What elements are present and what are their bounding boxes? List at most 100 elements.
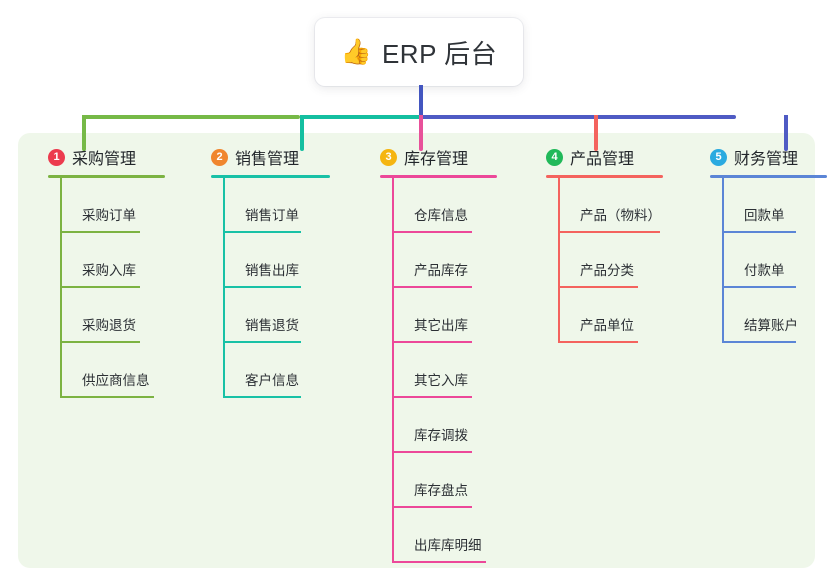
branch-item[interactable]: 产品分类 xyxy=(558,233,698,288)
branch-item-label: 付款单 xyxy=(744,263,785,278)
branch-item-list: 回款单付款单结算账户 xyxy=(692,178,839,343)
branch-finance-management[interactable]: 5 财务管理回款单付款单结算账户 xyxy=(692,145,839,343)
root-trunk-connector xyxy=(419,85,423,117)
branch-item[interactable]: 销售订单 xyxy=(223,178,353,233)
branch-item-underline xyxy=(60,396,154,398)
branch-item-list: 销售订单销售出库销售退货客户信息 xyxy=(193,178,353,398)
branch-item-label: 产品库存 xyxy=(414,263,468,278)
thumbs-up-icon: 👍 xyxy=(340,37,372,66)
branch-item-underline xyxy=(722,286,796,288)
branch-title: 财务管理 xyxy=(734,151,799,168)
branch-item-label: 产品分类 xyxy=(580,263,634,278)
branch-title: 产品管理 xyxy=(570,151,635,168)
branch-item-label: 仓库信息 xyxy=(414,208,468,223)
branch-item-underline xyxy=(60,286,140,288)
branch-purchase-management[interactable]: 1 采购管理采购订单采购入库采购退货供应商信息 xyxy=(30,145,190,398)
branch-spine xyxy=(60,178,62,398)
branch-sales-management[interactable]: 2 销售管理销售订单销售出库销售退货客户信息 xyxy=(193,145,353,398)
branch-item[interactable]: 库存调拨 xyxy=(392,398,522,453)
branch-item[interactable]: 采购退货 xyxy=(60,288,190,343)
branch-item-underline xyxy=(60,231,140,233)
branch-number-badge: 4 xyxy=(546,148,563,166)
segment-teal xyxy=(300,115,421,119)
branch-item[interactable]: 回款单 xyxy=(722,178,839,233)
branch-number-badge: 2 xyxy=(211,148,228,166)
branch-underline xyxy=(48,175,165,178)
branch-item[interactable]: 供应商信息 xyxy=(60,343,190,398)
branch-item-underline xyxy=(558,231,660,233)
branch-item-label: 采购退货 xyxy=(82,318,136,333)
branch-item[interactable]: 出库库明细 xyxy=(392,508,522,563)
branch-item-list: 仓库信息产品库存其它出库其它入库库存调拨库存盘点出库库明细 xyxy=(362,178,522,563)
branch-item-label: 产品单位 xyxy=(580,318,634,333)
branch-number-badge: 3 xyxy=(380,148,397,166)
branch-item-underline xyxy=(392,561,486,563)
branch-item[interactable]: 仓库信息 xyxy=(392,178,522,233)
branch-header-finance-management[interactable]: 5 财务管理 xyxy=(692,145,839,169)
branch-item[interactable]: 付款单 xyxy=(722,233,839,288)
branch-underline xyxy=(710,175,827,178)
root-node-erp-backend[interactable]: 👍 ERP 后台 xyxy=(315,18,523,86)
branch-underline xyxy=(211,175,330,178)
branch-item[interactable]: 销售出库 xyxy=(223,233,353,288)
branch-product-management[interactable]: 4 产品管理产品（物料） 产品分类产品单位 xyxy=(528,145,698,343)
branch-underline xyxy=(546,175,663,178)
branch-item[interactable]: 客户信息 xyxy=(223,343,353,398)
branch-item[interactable]: 产品库存 xyxy=(392,233,522,288)
branch-item[interactable]: 其它入库 xyxy=(392,343,522,398)
branch-item-label: 出库库明细 xyxy=(414,538,482,553)
branch-item-underline xyxy=(392,451,472,453)
branch-item-label: 采购入库 xyxy=(82,263,136,278)
branch-item-underline xyxy=(223,341,301,343)
branch-header-inventory-management[interactable]: 3 库存管理 xyxy=(362,145,522,169)
branch-item-label: 供应商信息 xyxy=(82,373,150,388)
drop-inventory xyxy=(419,115,423,151)
branch-item[interactable]: 其它出库 xyxy=(392,288,522,343)
branch-item-label: 其它入库 xyxy=(414,373,468,388)
branch-header-product-management[interactable]: 4 产品管理 xyxy=(528,145,698,169)
branch-item-label: 其它出库 xyxy=(414,318,468,333)
branch-item[interactable]: 结算账户 xyxy=(722,288,839,343)
branch-item-underline xyxy=(558,286,638,288)
branch-item-list: 产品（物料） 产品分类产品单位 xyxy=(528,178,698,343)
root-node-title: ERP 后台 xyxy=(381,38,498,69)
branch-item-underline xyxy=(223,396,301,398)
branch-item-underline xyxy=(392,396,472,398)
branch-item-underline xyxy=(223,231,301,233)
branch-item[interactable]: 产品（物料） xyxy=(558,178,698,233)
branch-item-underline xyxy=(722,231,796,233)
branch-header-purchase-management[interactable]: 1 采购管理 xyxy=(30,145,190,169)
branch-number-badge: 5 xyxy=(710,148,727,166)
branch-item-underline xyxy=(223,286,301,288)
branch-item-underline xyxy=(392,231,472,233)
branch-title: 采购管理 xyxy=(72,151,137,168)
branch-item-underline xyxy=(392,341,472,343)
segment-blue xyxy=(421,115,736,119)
branch-title: 销售管理 xyxy=(235,151,300,168)
branch-spine xyxy=(722,178,724,343)
branch-item-label: 库存调拨 xyxy=(414,428,468,443)
branch-item[interactable]: 销售退货 xyxy=(223,288,353,343)
branch-number-badge: 1 xyxy=(48,148,65,166)
drop-product xyxy=(594,115,598,151)
branch-item[interactable]: 采购订单 xyxy=(60,178,190,233)
branches-panel xyxy=(18,133,815,568)
branch-item-label: 销售订单 xyxy=(245,208,299,223)
branch-item[interactable]: 采购入库 xyxy=(60,233,190,288)
branch-item[interactable]: 产品单位 xyxy=(558,288,698,343)
branch-item-label: 产品（物料） xyxy=(580,208,661,223)
branch-item-underline xyxy=(392,506,472,508)
branch-header-sales-management[interactable]: 2 销售管理 xyxy=(193,145,353,169)
segment-green xyxy=(82,115,300,119)
branch-inventory-management[interactable]: 3 库存管理仓库信息产品库存其它出库其它入库库存调拨库存盘点出库库明细 xyxy=(362,145,522,563)
branch-item-label: 销售出库 xyxy=(245,263,299,278)
branch-item-underline xyxy=(558,341,638,343)
branch-item-underline xyxy=(722,341,796,343)
branch-underline xyxy=(380,175,497,178)
drop-finance xyxy=(784,115,788,151)
branch-title: 库存管理 xyxy=(404,151,469,168)
branch-item[interactable]: 库存盘点 xyxy=(392,453,522,508)
branch-item-underline xyxy=(60,341,140,343)
branch-item-label: 客户信息 xyxy=(245,373,299,388)
